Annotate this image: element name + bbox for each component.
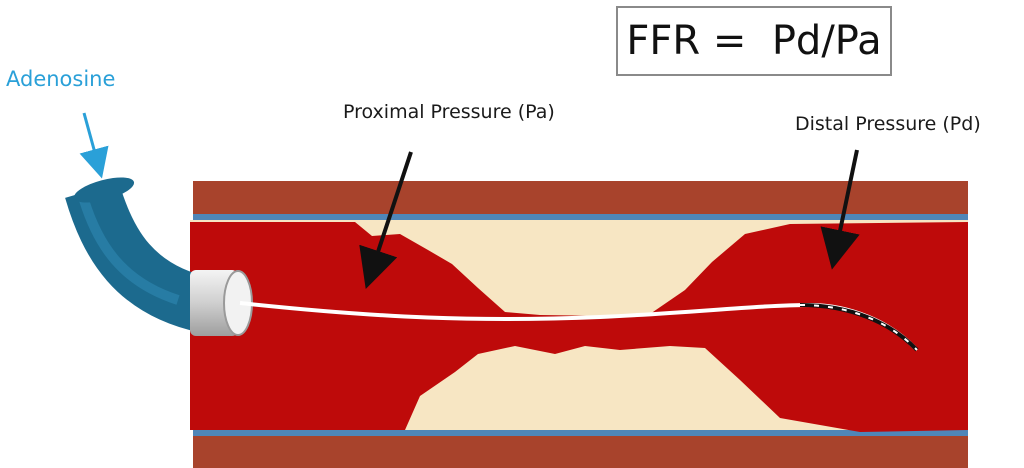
- distal-pressure-label: Distal Pressure (Pd): [795, 113, 981, 135]
- adenosine-arrow: [79, 112, 109, 179]
- pressure-sensor-markings: [799, 304, 918, 351]
- wall-lining-bottom: [193, 430, 968, 436]
- wall-lining-top: [193, 214, 968, 220]
- adenosine-label: Adenosine: [6, 67, 116, 91]
- catheter-inlet: [73, 177, 135, 203]
- catheter-highlight: [79, 198, 180, 305]
- distal-pressure-arrow: [820, 149, 860, 270]
- ffr-formula-text: FFR = Pd/Pa: [626, 18, 882, 64]
- proximal-pressure-label: Proximal Pressure (Pa): [343, 101, 555, 123]
- catheter-body: [65, 181, 212, 333]
- vessel-wall-bottom: [193, 436, 968, 468]
- ffr-formula-box: FFR = Pd/Pa: [616, 6, 892, 76]
- proximal-pressure-arrow: [359, 151, 413, 289]
- vessel-wall-top: [193, 181, 968, 216]
